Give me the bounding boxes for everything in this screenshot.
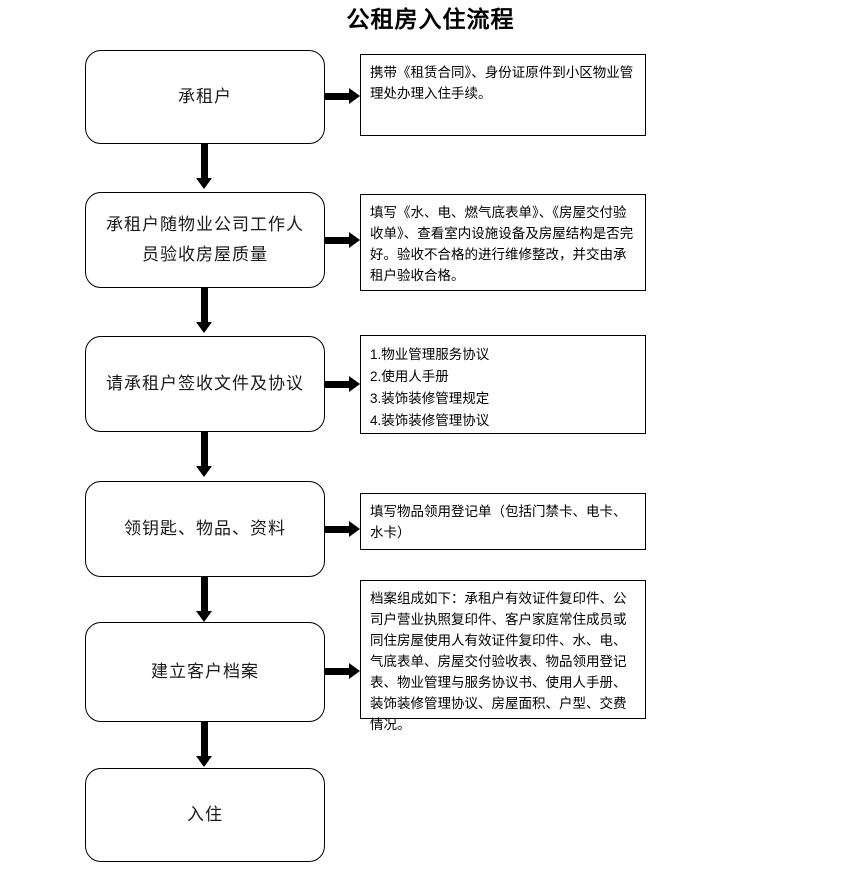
arrowhead-right-icon [349,232,360,248]
connector-sign-to-note [325,381,353,388]
connector-tenant-to-note [325,93,353,100]
note-box-sign-documents: 1.物业管理服务协议 2.使用人手册 3.装饰装修管理规定 4.装饰装修管理协议 [360,335,646,434]
process-label: 入住 [187,805,223,824]
connector-inspect-to-note [325,237,353,244]
connector-archive-to-note [325,668,353,675]
process-box-tenant[interactable]: 承租户 [85,50,325,144]
connector-step4-to-step5 [201,577,208,615]
note-text: 填写《水、电、燃气底表单》、《房屋交付验收单》、查看室内设施设备及房屋结构是否完… [370,205,634,283]
arrowhead-down-icon [196,611,212,622]
list-item: 3.装饰装修管理规定 [370,391,490,406]
note-box-tenant: 携带《租赁合同》、身份证原件到小区物业管理处办理入住手续。 [360,54,646,136]
process-label: 领钥匙、物品、资料 [124,519,286,538]
process-box-create-archive[interactable]: 建立客户档案 [85,622,325,722]
connector-step3-to-step4 [201,432,208,470]
process-box-collect-keys[interactable]: 领钥匙、物品、资料 [85,481,325,577]
arrowhead-right-icon [349,376,360,392]
process-box-inspect-quality[interactable]: 承租户随物业公司工作人 员验收房屋质量 [85,192,325,288]
note-box-inspect-quality: 填写《水、电、燃气底表单》、《房屋交付验收单》、查看室内设施设备及房屋结构是否完… [360,194,646,291]
page-title: 公租房入住流程 [346,6,515,32]
connector-step5-to-step6 [201,722,208,758]
process-label: 承租户 [178,87,232,106]
connector-keys-to-note [325,526,353,533]
process-label: 承租户随物业公司工作人 员验收房屋质量 [106,215,304,264]
process-label: 建立客户档案 [151,662,259,681]
note-text: 档案组成如下：承租户有效证件复印件、公司户营业执照复印件、客户家庭常住成员或同住… [370,591,627,732]
list-item: 4.装饰装修管理协议 [370,413,490,428]
arrowhead-down-icon [196,466,212,477]
arrowhead-down-icon [196,756,212,767]
process-box-move-in[interactable]: 入住 [85,768,325,862]
list-item: 1.物业管理服务协议 [370,347,490,362]
connector-step1-to-step2 [201,144,208,182]
process-label: 请承租户签收文件及协议 [106,374,304,393]
arrowhead-down-icon [196,322,212,333]
note-text: 携带《租赁合同》、身份证原件到小区物业管理处办理入住手续。 [370,65,634,101]
arrowhead-right-icon [349,663,360,679]
note-box-collect-keys: 填写物品领用登记单（包括门禁卡、电卡、水卡） [360,493,646,550]
arrowhead-right-icon [349,521,360,537]
list-item: 2.使用人手册 [370,369,449,384]
arrowhead-down-icon [196,178,212,189]
process-box-sign-documents[interactable]: 请承租户签收文件及协议 [85,336,325,432]
arrowhead-right-icon [349,88,360,104]
note-text: 填写物品领用登记单（包括门禁卡、电卡、水卡） [370,504,627,540]
connector-step2-to-step3 [201,288,208,326]
note-box-create-archive: 档案组成如下：承租户有效证件复印件、公司户营业执照复印件、客户家庭常住成员或同住… [360,580,646,732]
